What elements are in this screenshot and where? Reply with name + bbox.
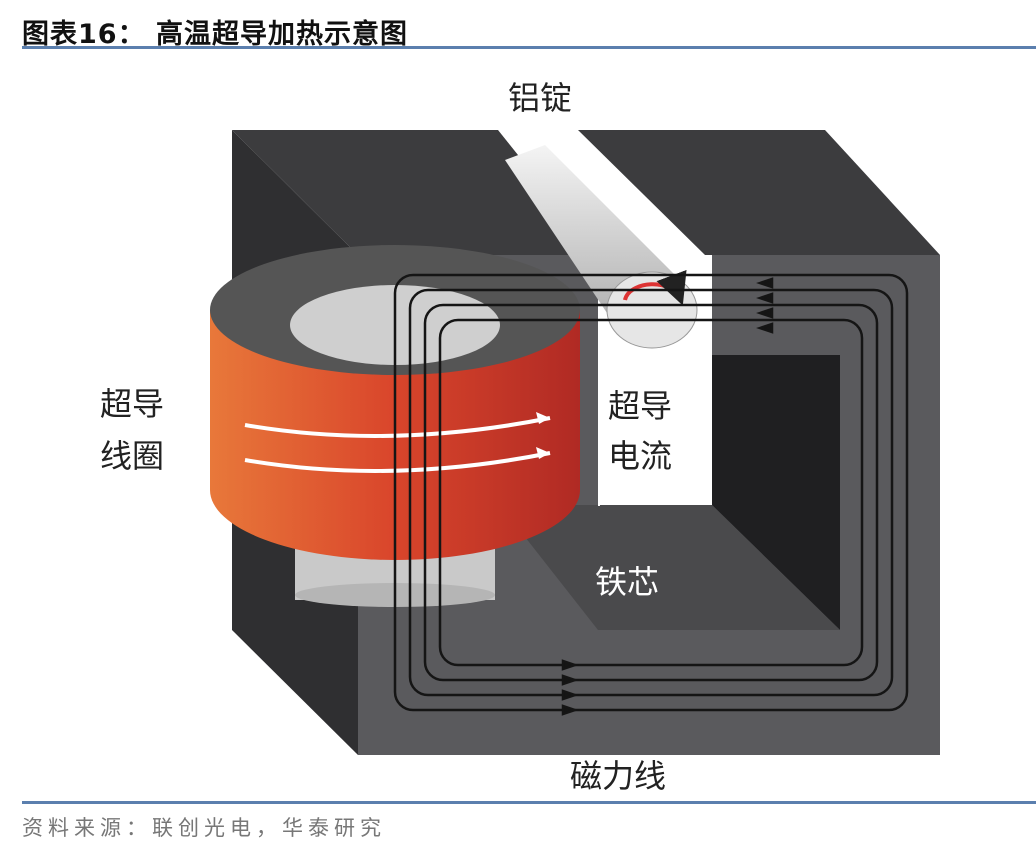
label-aluminum-ingot: 铝锭 [508,79,573,117]
label-field-lines: 磁力线 [570,757,667,795]
iron-core [232,130,940,755]
source-note: 资料来源：联创光电，华泰研究 [22,816,386,840]
superconducting-coil [210,245,580,607]
title-divider [22,46,1036,49]
magnetic-field-lines [393,273,909,716]
label-current-1: 超导 [608,387,673,425]
label-coil-2: 线圈 [100,437,165,475]
label-coil-1: 超导 [100,385,165,423]
label-iron-core: 铁芯 [595,563,660,601]
figure-title: 图表16： 高温超导加热示意图 [22,19,408,50]
source-divider [22,801,1036,804]
label-current-2: 电流 [608,437,673,475]
